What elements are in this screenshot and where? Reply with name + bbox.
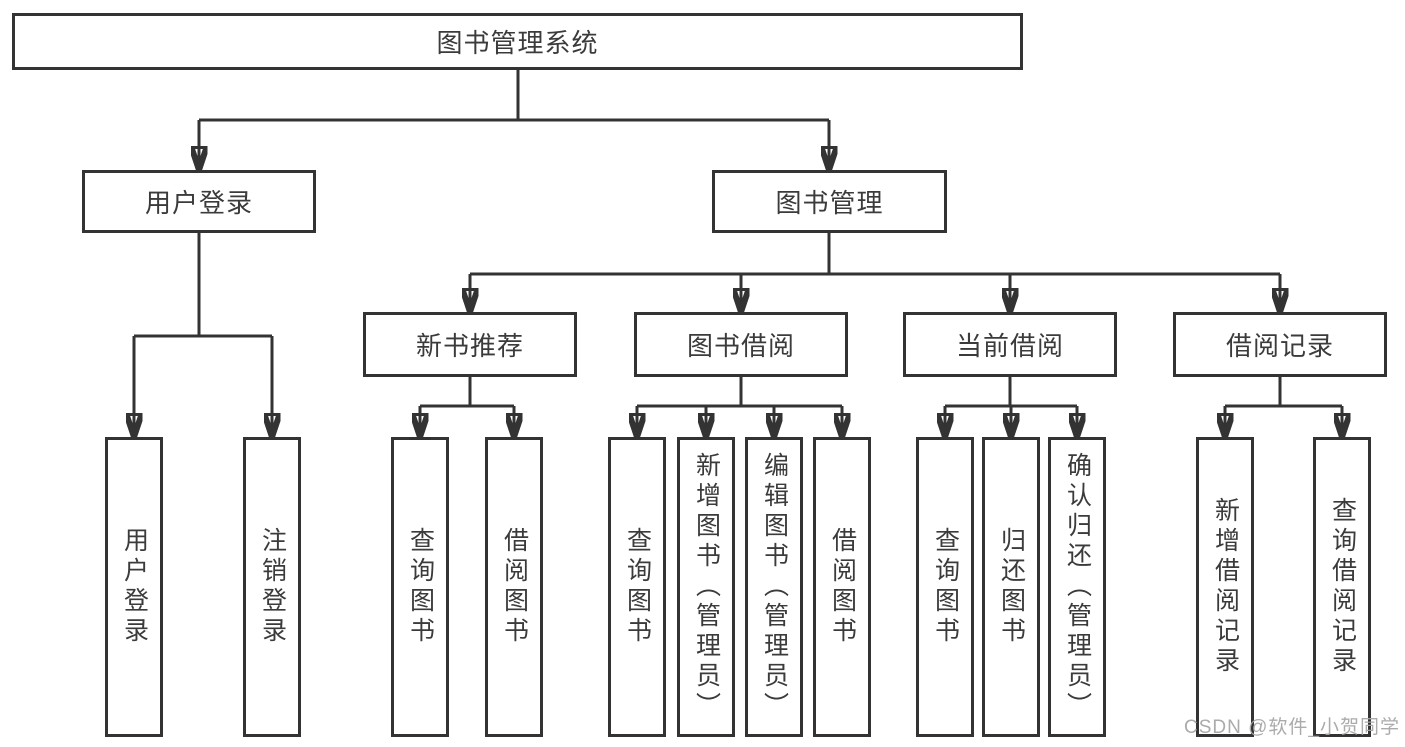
leaf-logout: 注销登录: [243, 437, 301, 737]
leaf-edit-book-admin-label: 编辑图书（管理员）: [760, 452, 789, 722]
node-borrowing-records: 借阅记录: [1173, 312, 1387, 377]
leaf-query-books-current-label: 查询图书: [931, 527, 960, 647]
leaf-return-books-label: 归还图书: [997, 527, 1026, 647]
node-new-book-recommendation: 新书推荐: [363, 312, 577, 377]
leaf-user-login: 用户登录: [105, 437, 163, 737]
leaf-borrow-books-recommendation: 借阅图书: [485, 437, 543, 737]
node-book-management: 图书管理: [712, 170, 947, 233]
leaf-add-book-admin-label: 新增图书（管理员）: [692, 452, 721, 722]
leaf-query-books-borrowing: 查询图书: [608, 437, 666, 737]
node-book-borrowing: 图书借阅: [634, 312, 848, 377]
node-root-label: 图书管理系统: [436, 28, 599, 58]
leaf-logout-label: 注销登录: [258, 527, 287, 647]
leaf-add-borrow-record: 新增借阅记录: [1196, 437, 1254, 737]
leaf-return-books: 归还图书: [982, 437, 1040, 737]
node-new-book-recommendation-label: 新书推荐: [415, 331, 524, 361]
node-borrowing-records-label: 借阅记录: [1225, 331, 1334, 361]
watermark: CSDN @软件_小贺同学: [1184, 717, 1400, 738]
node-current-borrowing: 当前借阅: [903, 312, 1117, 377]
leaf-query-borrow-record: 查询借阅记录: [1313, 437, 1371, 737]
leaf-confirm-return-admin-label: 确认归还（管理员）: [1063, 452, 1092, 722]
leaf-borrow-books-borrowing-label: 借阅图书: [828, 527, 857, 647]
leaf-user-login-label: 用户登录: [120, 527, 149, 647]
node-user-login-label: 用户登录: [144, 188, 253, 218]
leaf-query-books-current: 查询图书: [916, 437, 974, 737]
node-book-borrowing-label: 图书借阅: [686, 331, 795, 361]
leaf-borrow-books-borrowing: 借阅图书: [813, 437, 871, 737]
node-current-borrowing-label: 当前借阅: [955, 331, 1064, 361]
leaf-add-borrow-record-label: 新增借阅记录: [1211, 497, 1240, 677]
leaf-query-books-recommendation-label: 查询图书: [406, 527, 435, 647]
leaf-query-books-recommendation: 查询图书: [391, 437, 449, 737]
node-root: 图书管理系统: [12, 13, 1023, 70]
leaf-query-borrow-record-label: 查询借阅记录: [1328, 497, 1357, 677]
node-user-login: 用户登录: [82, 170, 316, 233]
leaf-edit-book-admin: 编辑图书（管理员）: [745, 437, 803, 737]
node-book-management-label: 图书管理: [775, 188, 884, 218]
leaf-confirm-return-admin: 确认归还（管理员）: [1048, 437, 1106, 737]
leaf-query-books-borrowing-label: 查询图书: [623, 527, 652, 647]
leaf-borrow-books-recommendation-label: 借阅图书: [500, 527, 529, 647]
leaf-add-book-admin: 新增图书（管理员）: [677, 437, 735, 737]
